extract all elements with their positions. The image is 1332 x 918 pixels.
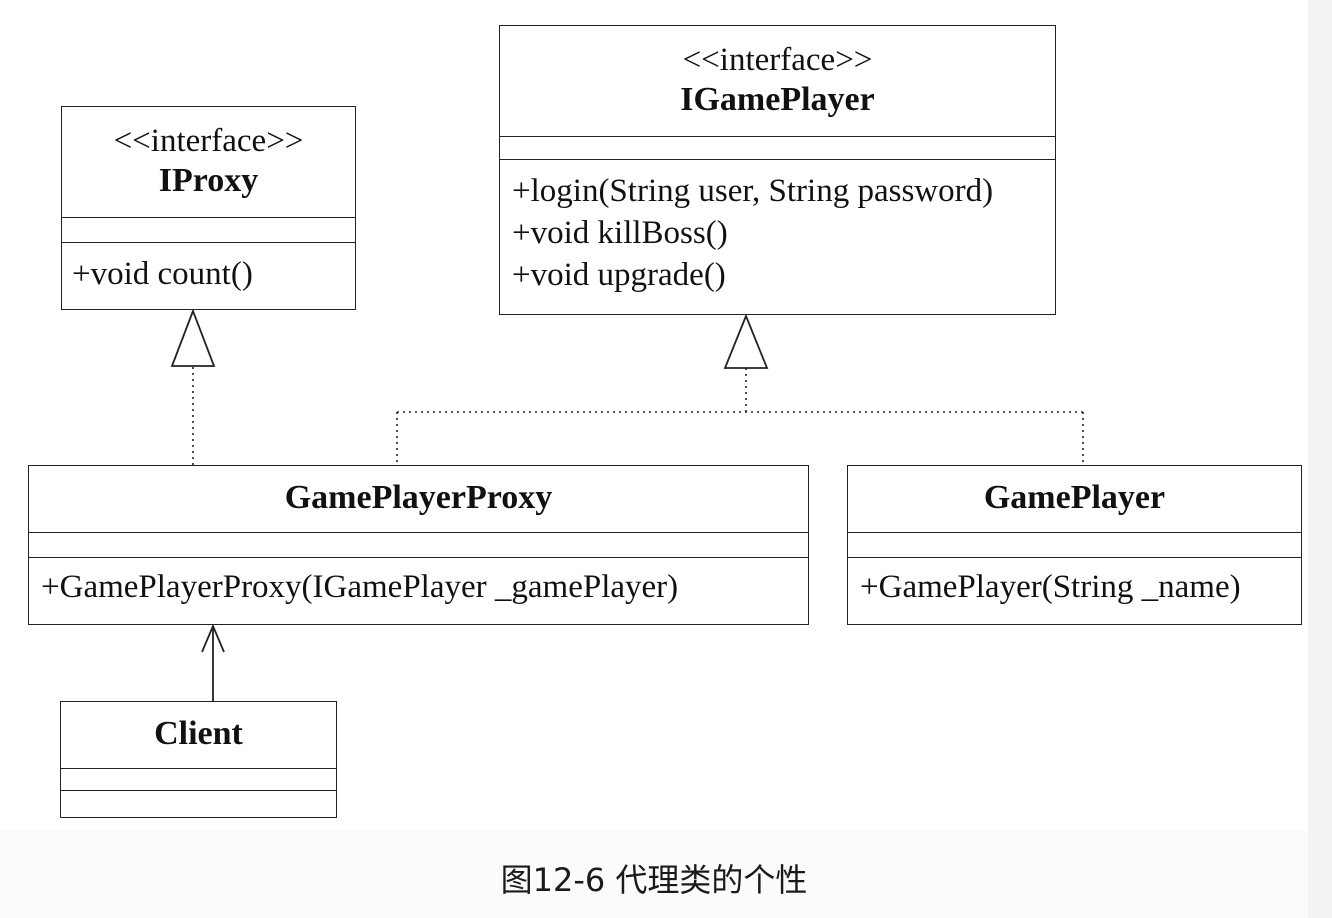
class-igameplayer-name: IGamePlayer (680, 81, 875, 118)
class-gameplayer-name: GamePlayer (983, 479, 1166, 516)
class-igameplayer-attributes (500, 136, 1055, 159)
class-iproxy-attributes (62, 217, 355, 242)
caption-band (0, 830, 1308, 918)
realization-arrowhead-igameplayer (723, 313, 769, 369)
class-gameplayerproxy[interactable]: GamePlayerProxy +GamePlayerProxy(IGamePl… (28, 465, 809, 625)
class-client-methods (61, 790, 336, 791)
class-gameplayerproxy-attributes (29, 532, 808, 557)
class-iproxy-stereotype: <<interface>> (113, 123, 304, 159)
class-igameplayer[interactable]: <<interface>> IGamePlayer +login(String … (499, 25, 1056, 315)
class-gameplayerproxy-name: GamePlayerProxy (284, 479, 553, 516)
class-igameplayer-method-login: +login(String user, String password) (512, 173, 994, 209)
class-igameplayer-method-killboss: +void killBoss() (512, 215, 728, 251)
class-gameplayer-constructor: +GamePlayer(String _name) (860, 569, 1241, 605)
class-iproxy[interactable]: <<interface>> IProxy +void count() (61, 106, 356, 310)
class-iproxy-name: IProxy (158, 162, 259, 199)
class-iproxy-header: <<interface>> IProxy (62, 107, 355, 217)
class-gameplayer-methods: +GamePlayer(String _name) (848, 557, 1301, 608)
class-gameplayer[interactable]: GamePlayer +GamePlayer(String _name) (847, 465, 1302, 625)
class-gameplayerproxy-constructor: +GamePlayerProxy(IGamePlayer _gamePlayer… (41, 569, 679, 605)
class-igameplayer-stereotype: <<interface>> (682, 42, 873, 78)
realization-arrowhead-iproxy (170, 308, 216, 367)
uml-connectors (170, 308, 1084, 701)
class-gameplayerproxy-methods: +GamePlayerProxy(IGamePlayer _gamePlayer… (29, 557, 808, 608)
class-igameplayer-header: <<interface>> IGamePlayer (500, 26, 1055, 136)
class-client-name: Client (154, 715, 243, 752)
class-client[interactable]: Client (60, 701, 337, 818)
class-iproxy-methods: +void count() (62, 242, 355, 295)
class-gameplayer-header: GamePlayer (848, 466, 1301, 532)
class-igameplayer-methods: +login(String user, String password) +vo… (500, 159, 1055, 296)
class-client-attributes (61, 768, 336, 790)
association-open-arrowhead (201, 623, 225, 653)
class-iproxy-method: +void count() (72, 256, 253, 292)
class-client-header: Client (61, 702, 336, 768)
figure-caption: 图12-6 代理类的个性 (500, 861, 808, 899)
page-margin-strip (1308, 0, 1332, 918)
class-gameplayerproxy-header: GamePlayerProxy (29, 466, 808, 532)
class-gameplayer-attributes (848, 532, 1301, 557)
class-igameplayer-method-upgrade: +void upgrade() (512, 257, 726, 293)
